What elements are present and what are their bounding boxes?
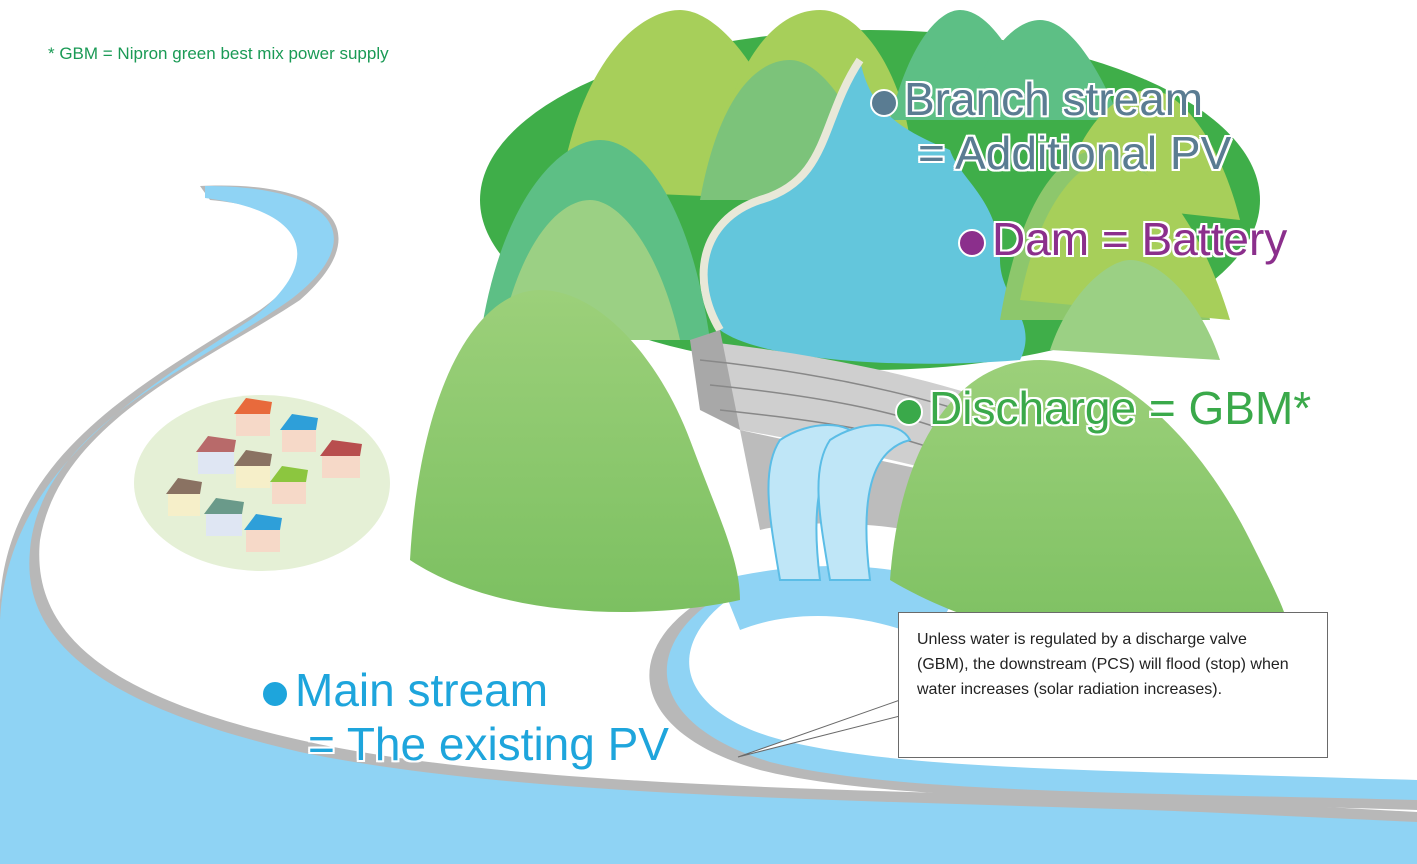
main-dot-icon [261, 679, 289, 708]
branch-stream-label: Branch stream [870, 76, 1203, 122]
main-stream-text: Main stream [295, 664, 549, 716]
gbm-footnote: * GBM = Nipron green best mix power supp… [48, 44, 389, 63]
additional-pv-label: = Additional PV [918, 127, 1232, 179]
branch-dot-icon [870, 88, 898, 117]
house-icon [234, 450, 272, 488]
branch-stream-text: Branch stream [904, 73, 1204, 125]
dam-label: Dam = Battery [958, 216, 1287, 262]
front-right-mountain [890, 360, 1290, 652]
existing-pv-label: = The existing PV [308, 718, 669, 770]
right-mountains [1000, 150, 1230, 360]
callout-box: Unless water is regulated by a discharge… [898, 612, 1328, 758]
discharge-text: Discharge = GBM* [929, 382, 1312, 434]
village [134, 395, 390, 571]
reservoir [703, 60, 1026, 364]
dam-text: Dam = Battery [992, 213, 1288, 265]
house-icon [244, 514, 282, 552]
house-icon [320, 440, 362, 478]
left-mountains [410, 140, 740, 612]
house-icon [280, 414, 318, 452]
callout-text: Unless water is regulated by a discharge… [917, 631, 1289, 698]
house-icon [166, 478, 202, 516]
house-icon [270, 466, 308, 504]
house-icon [196, 436, 236, 474]
discharge-dot-icon [895, 397, 923, 426]
house-icon [204, 498, 244, 536]
waterfall-icon [767, 424, 912, 581]
main-stream-label: Main stream [261, 667, 548, 713]
house-icon [234, 398, 272, 436]
discharge-label: Discharge = GBM* [895, 385, 1311, 431]
dam-dot-icon [958, 228, 986, 257]
